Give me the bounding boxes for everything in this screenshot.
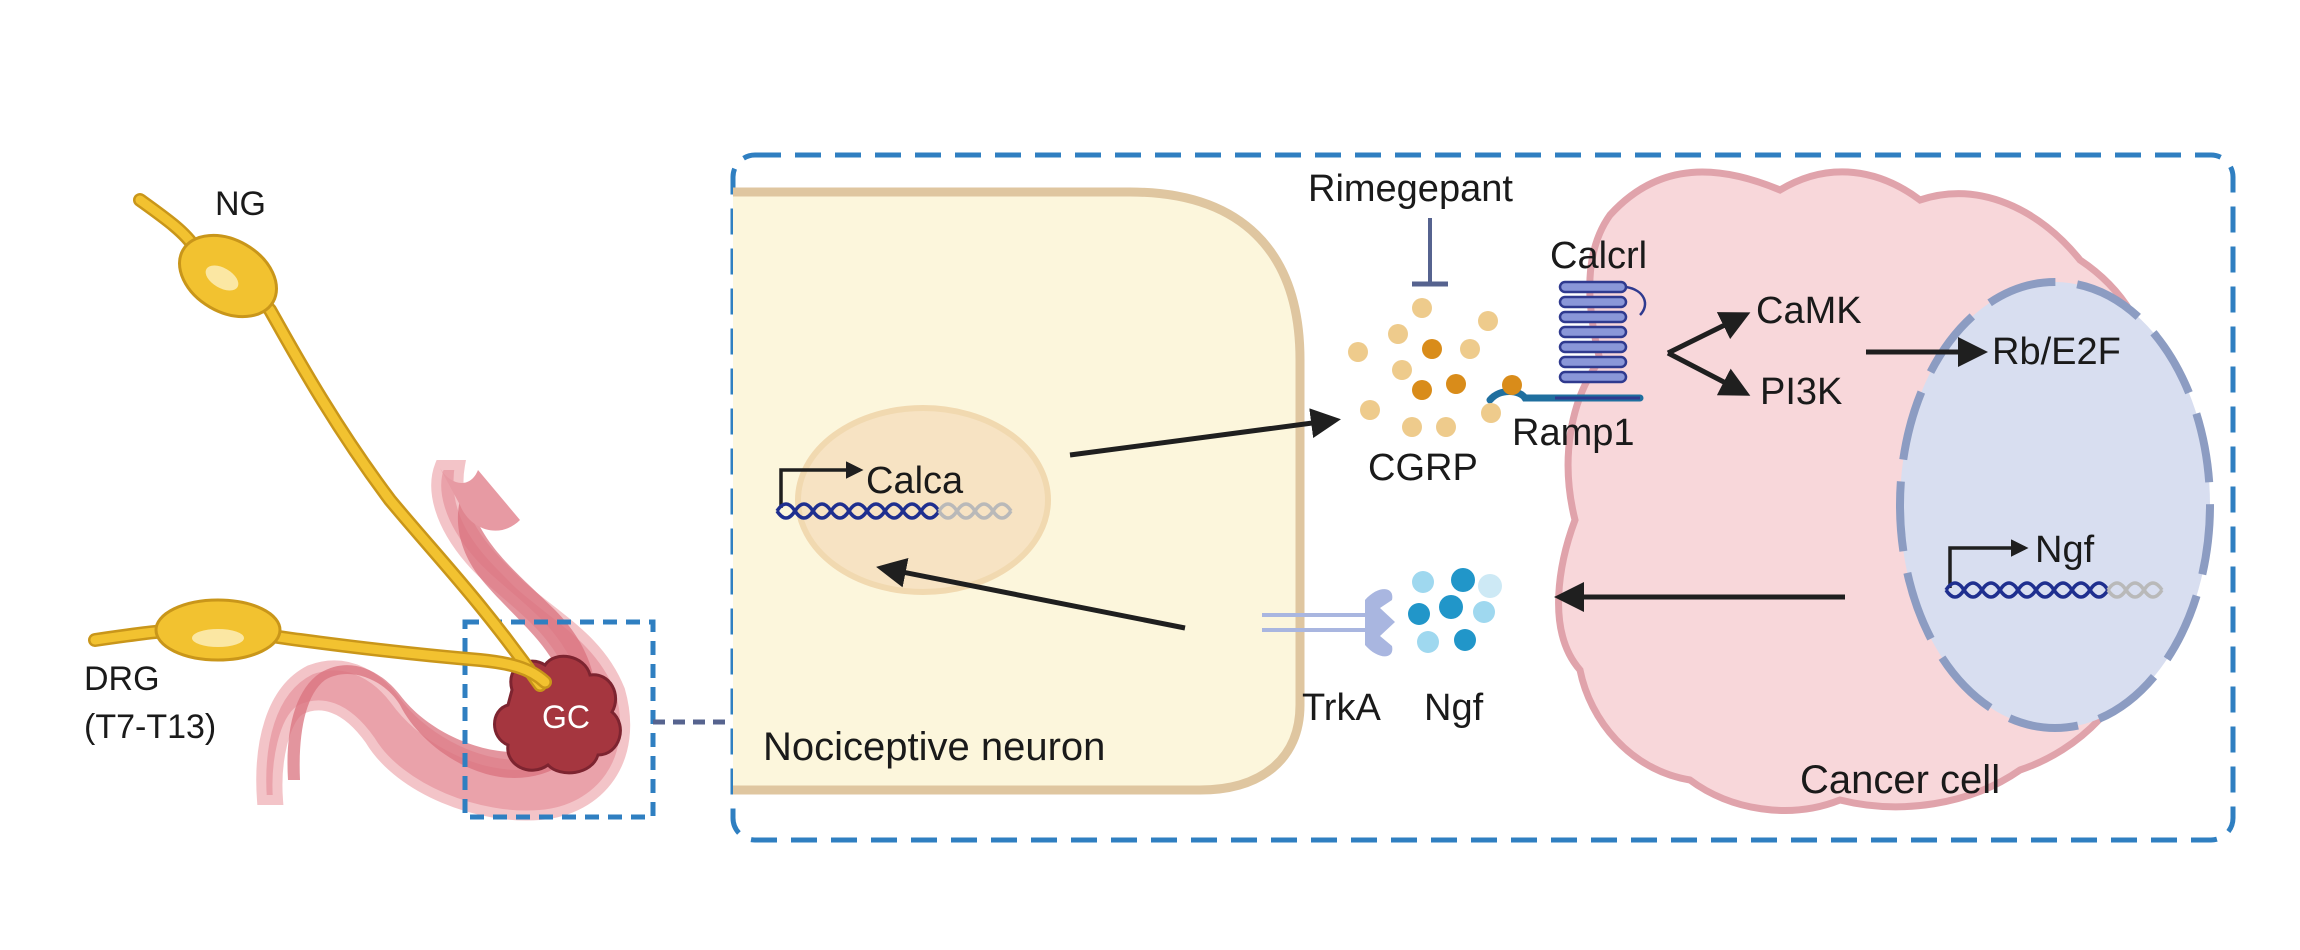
ngf-particles: Ngf bbox=[1408, 568, 1502, 729]
ngf-gene-label: Ngf bbox=[2035, 529, 2095, 571]
calcrl-transmembrane-icon bbox=[1558, 280, 1628, 384]
calca-promoter-arrow bbox=[779, 461, 864, 508]
stomach-illustration: GC bbox=[256, 460, 728, 821]
pi3k-label: PI3K bbox=[1760, 371, 1842, 413]
cancer-cell: Cancer cell Rb/E2F Ngf bbox=[1555, 168, 2214, 814]
cgrp-particles: CGRP bbox=[1348, 298, 1522, 489]
trka-to-calca-arrow bbox=[876, 557, 1186, 631]
trka-receptor: TrkA bbox=[1262, 589, 1395, 729]
cancer-nucleus bbox=[1896, 278, 2214, 732]
calca-dna-icon bbox=[775, 502, 1013, 520]
ngf-promoter-arrow bbox=[1948, 539, 2029, 588]
camk-label: CaMK bbox=[1756, 290, 1862, 332]
rb-e2f-label: Rb/E2F bbox=[1992, 331, 2121, 373]
rimegepant-label: Rimegepant bbox=[1308, 168, 1513, 210]
ramp1-label: Ramp1 bbox=[1512, 412, 1635, 454]
ng-label: NG bbox=[215, 185, 266, 223]
calcrl-receptor: Calcrl Ramp1 bbox=[1486, 235, 1647, 454]
cgrp-label: CGRP bbox=[1368, 447, 1478, 489]
gc-label: GC bbox=[542, 699, 590, 735]
ngf-dna-icon bbox=[1944, 581, 2164, 599]
neuron-nucleus bbox=[795, 405, 1051, 595]
rimegepant-inhibitor: Rimegepant bbox=[1308, 168, 1513, 287]
calca-label: Calca bbox=[866, 460, 964, 502]
drg-level-label: (T7-T13) bbox=[84, 708, 216, 746]
nociceptive-neuron: Nociceptive neuron Calca bbox=[733, 187, 1305, 795]
ngf-ligand-label: Ngf bbox=[1424, 687, 1484, 729]
camk-pi3k-signaling: CaMK PI3K bbox=[1666, 290, 1988, 413]
esophagus bbox=[440, 468, 520, 531]
trka-label: TrkA bbox=[1302, 687, 1381, 729]
nociceptive-neuron-label: Nociceptive neuron bbox=[763, 725, 1105, 769]
drg-label: DRG bbox=[84, 660, 160, 698]
cancer-cell-label: Cancer cell bbox=[1800, 758, 2000, 802]
tumor-gc: GC bbox=[493, 654, 622, 775]
calca-to-cgrp-arrow bbox=[1069, 408, 1341, 458]
ng-nerve: NG bbox=[133, 185, 547, 692]
drg-nerve: DRG (T7-T13) bbox=[84, 598, 552, 746]
trka-icon bbox=[1365, 589, 1395, 657]
calcrl-label: Calcrl bbox=[1550, 235, 1647, 277]
